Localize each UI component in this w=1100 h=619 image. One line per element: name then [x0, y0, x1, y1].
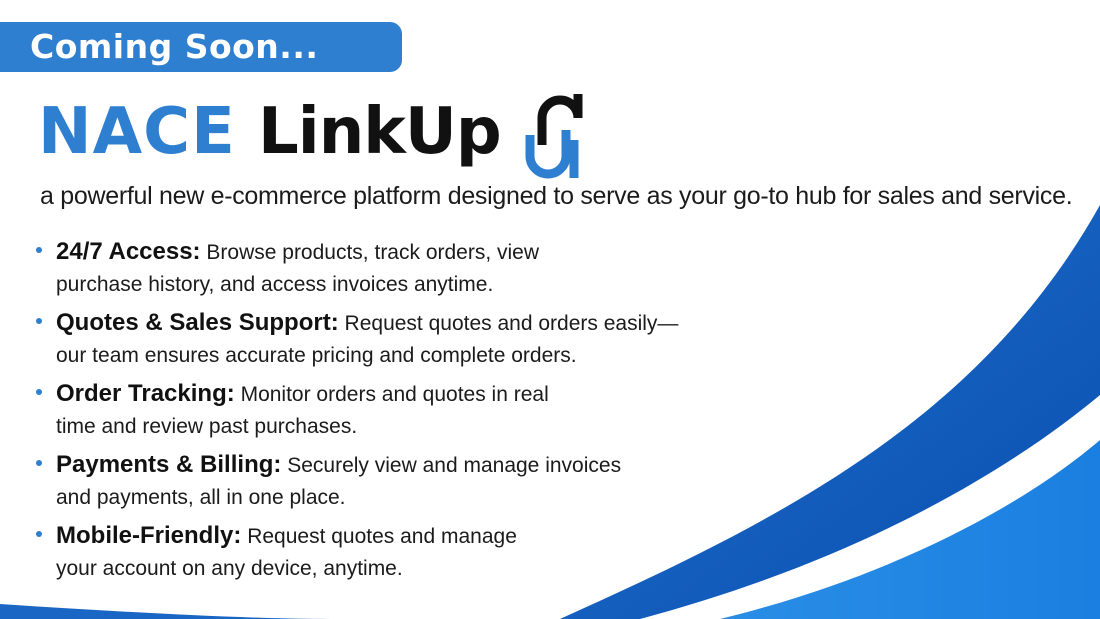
linked-chain-icon — [525, 94, 583, 179]
feature-line-1: Payments & Billing: Securely view and ma… — [56, 449, 736, 482]
dot-bullet-icon — [36, 460, 42, 466]
feature-title: Payments & Billing: — [56, 451, 282, 478]
feature-line-1: Quotes & Sales Support: Request quotes a… — [56, 307, 736, 340]
dot-bullet-icon — [36, 247, 42, 253]
feature-title: Mobile-Friendly: — [56, 522, 242, 549]
feature-title: Quotes & Sales Support: — [56, 309, 339, 336]
feature-desc: Monitor orders and quotes in real — [240, 383, 549, 406]
feature-item: Order Tracking: Monitor orders and quote… — [36, 378, 736, 443]
feature-desc: Securely view and manage invoices — [287, 454, 622, 477]
feature-desc: Request quotes and orders easily— — [344, 312, 679, 335]
feature-line-1: Order Tracking: Monitor orders and quote… — [56, 378, 736, 411]
feature-line-2: your account on any device, anytime. — [56, 557, 403, 580]
feature-item: Payments & Billing: Securely view and ma… — [36, 449, 736, 514]
feature-line-1: 24/7 Access: Browse products, track orde… — [56, 236, 736, 269]
feature-line-2: time and review past purchases. — [56, 415, 358, 438]
tagline: a powerful new e-commerce platform desig… — [40, 182, 1073, 210]
feature-item: Mobile-Friendly: Request quotes and mana… — [36, 520, 736, 585]
feature-item: Quotes & Sales Support: Request quotes a… — [36, 307, 736, 372]
dot-bullet-icon — [36, 531, 42, 537]
feature-item: 24/7 Access: Browse products, track orde… — [36, 236, 736, 301]
feature-desc: Browse products, track orders, view — [206, 241, 540, 264]
logo-linkup-text: LinkUp — [258, 95, 502, 169]
feature-line-2: our team ensures accurate pricing and co… — [56, 344, 577, 367]
feature-desc: Request quotes and manage — [247, 525, 517, 548]
feature-line-2: purchase history, and access invoices an… — [56, 273, 494, 296]
dot-bullet-icon — [36, 318, 42, 324]
dot-bullet-icon — [36, 389, 42, 395]
coming-soon-banner: Coming Soon... — [0, 22, 402, 72]
feature-title: Order Tracking: — [56, 380, 235, 407]
feature-line-2: and payments, all in one place. — [56, 486, 346, 509]
logo-nace-text: NACE — [38, 95, 236, 169]
feature-line-1: Mobile-Friendly: Request quotes and mana… — [56, 520, 736, 553]
nace-linkup-logo: NACE LinkUp — [38, 90, 598, 180]
feature-title: 24/7 Access: — [56, 238, 201, 265]
feature-list: 24/7 Access: Browse products, track orde… — [36, 236, 736, 591]
